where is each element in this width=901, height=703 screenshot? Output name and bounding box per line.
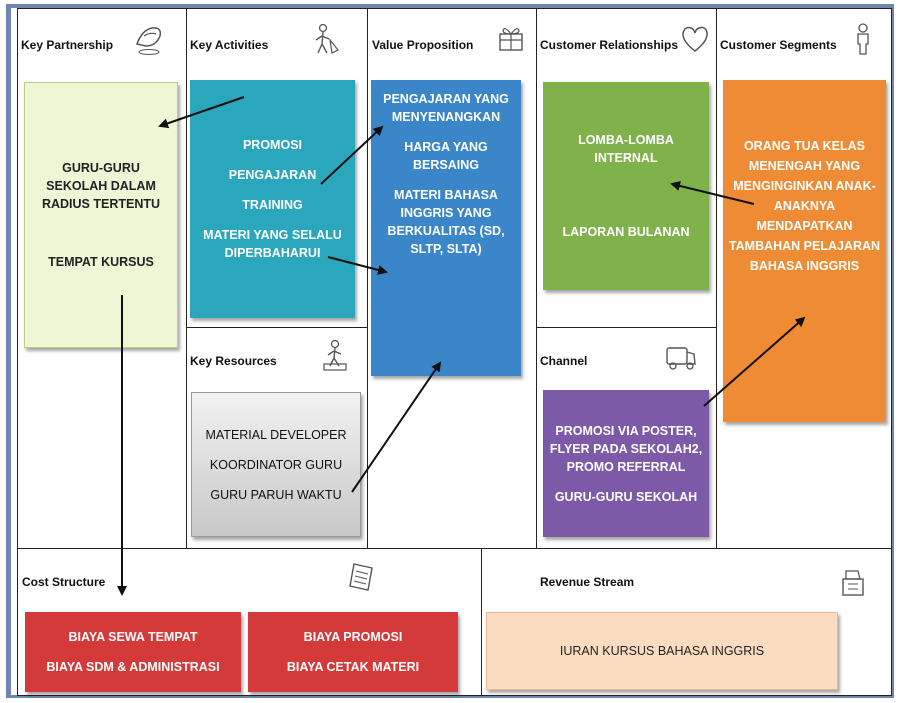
activity-item: DIPERBAHARUI bbox=[224, 246, 321, 260]
cost-structure-title: Cost Structure bbox=[22, 575, 106, 589]
activity-item: PROMOSI bbox=[242, 138, 303, 152]
segment-item: MENDAPATKAN bbox=[756, 219, 853, 233]
activity-item: MATERI YANG SELALU bbox=[203, 228, 342, 242]
relationship-item: LAPORAN BULANAN bbox=[562, 225, 690, 239]
gift-icon bbox=[499, 28, 523, 51]
channel-box: PROMOSI VIA POSTER, FLYER PADA SEKOLAH2,… bbox=[543, 390, 709, 537]
value-proposition-title: Value Proposition bbox=[372, 38, 474, 52]
resource-item: KOORDINATOR GURU bbox=[209, 457, 343, 472]
key-partnership-box: GURU-GURU SEKOLAH DALAM RADIUS TERTENTU … bbox=[24, 82, 178, 348]
truck-icon bbox=[666, 347, 696, 370]
document-icon bbox=[349, 563, 373, 591]
value-item: SLTP, SLTA) bbox=[410, 242, 482, 256]
cost-item: BIAYA SDM & ADMINISTRASI bbox=[46, 660, 220, 674]
value-item: INGGRIS YANG bbox=[400, 206, 492, 220]
customer-segments-box: ORANG TUA KELAS MENENGAH YANG MENGINGINK… bbox=[723, 80, 886, 422]
cost-item: BIAYA CETAK MATERI bbox=[286, 660, 420, 674]
key-resources-box: MATERIAL DEVELOPER KOORDINATOR GURU GURU… bbox=[191, 392, 361, 537]
partnership-item: GURU-GURU bbox=[62, 161, 140, 175]
customer-segments-title: Customer Segments bbox=[720, 38, 837, 52]
partnership-item: SEKOLAH DALAM bbox=[46, 179, 156, 193]
value-item: MENYENANGKAN bbox=[391, 110, 501, 124]
channel-item: GURU-GURU SEKOLAH bbox=[554, 489, 698, 504]
customer-relationships-title: Customer Relationships bbox=[540, 38, 679, 52]
value-item: BERSAING bbox=[413, 158, 479, 172]
value-item: PENGAJARAN YANG bbox=[383, 92, 509, 106]
cash-register-icon bbox=[842, 570, 864, 596]
revenue-box: IURAN KURSUS BAHASA INGGRIS bbox=[486, 612, 838, 690]
key-partnership-title: Key Partnership bbox=[21, 38, 114, 52]
resource-item: GURU PARUH WAKTU bbox=[210, 487, 342, 502]
worker-resources-icon bbox=[323, 339, 347, 371]
relationship-item: LOMBA-LOMBA bbox=[578, 133, 674, 147]
worker-icon bbox=[315, 23, 339, 54]
heart-icon bbox=[682, 26, 708, 52]
value-item: MATERI BAHASA bbox=[394, 188, 498, 202]
value-item: BERKUALITAS (SD, bbox=[387, 224, 505, 238]
canvas-frame bbox=[6, 4, 894, 698]
segment-item: TAMBAHAN PELAJARAN bbox=[728, 239, 881, 253]
cost-box-2: BIAYA PROMOSI BIAYA CETAK MATERI bbox=[248, 612, 458, 692]
revenue-stream-title: Revenue Stream bbox=[540, 575, 635, 589]
handshake-icon bbox=[136, 27, 162, 55]
person-icon bbox=[857, 23, 869, 55]
partnership-item: RADIUS TERTENTU bbox=[41, 197, 161, 211]
channel-item: PROMO REFERRAL bbox=[566, 459, 686, 474]
segment-item: ORANG TUA KELAS bbox=[743, 139, 866, 153]
key-activities-title: Key Activities bbox=[190, 38, 269, 52]
relationship-item: INTERNAL bbox=[594, 151, 658, 165]
cost-item: BIAYA PROMOSI bbox=[303, 630, 403, 644]
segment-item: MENENGAH YANG bbox=[748, 159, 861, 173]
segment-item: BAHASA INGGRIS bbox=[749, 259, 860, 273]
revenue-item: IURAN KURSUS BAHASA INGGRIS bbox=[559, 644, 765, 658]
cost-item: BIAYA SEWA TEMPAT bbox=[68, 630, 198, 644]
activity-item: TRAINING bbox=[242, 198, 303, 212]
key-resources-title: Key Resources bbox=[190, 354, 277, 368]
segment-item: ANAKNYA bbox=[773, 199, 836, 213]
value-item: HARGA YANG bbox=[404, 140, 488, 154]
segment-item: MENGINGINKAN ANAK- bbox=[733, 179, 876, 193]
value-proposition-box: PENGAJARAN YANG MENYENANGKAN HARGA YANG … bbox=[371, 80, 521, 376]
channel-title: Channel bbox=[540, 354, 588, 368]
activity-item: PENGAJARAN bbox=[228, 168, 317, 182]
cost-box-1: BIAYA SEWA TEMPAT BIAYA SDM & ADMINISTRA… bbox=[25, 612, 241, 692]
resource-item: MATERIAL DEVELOPER bbox=[205, 427, 347, 442]
customer-relationships-box: LOMBA-LOMBA INTERNAL LAPORAN BULANAN bbox=[543, 82, 709, 290]
channel-item: FLYER PADA SEKOLAH2, bbox=[549, 441, 703, 456]
key-activities-box: PROMOSI PENGAJARAN TRAINING MATERI YANG … bbox=[190, 80, 355, 318]
partnership-item: TEMPAT KURSUS bbox=[48, 255, 154, 269]
channel-item: PROMOSI VIA POSTER, bbox=[555, 423, 697, 438]
